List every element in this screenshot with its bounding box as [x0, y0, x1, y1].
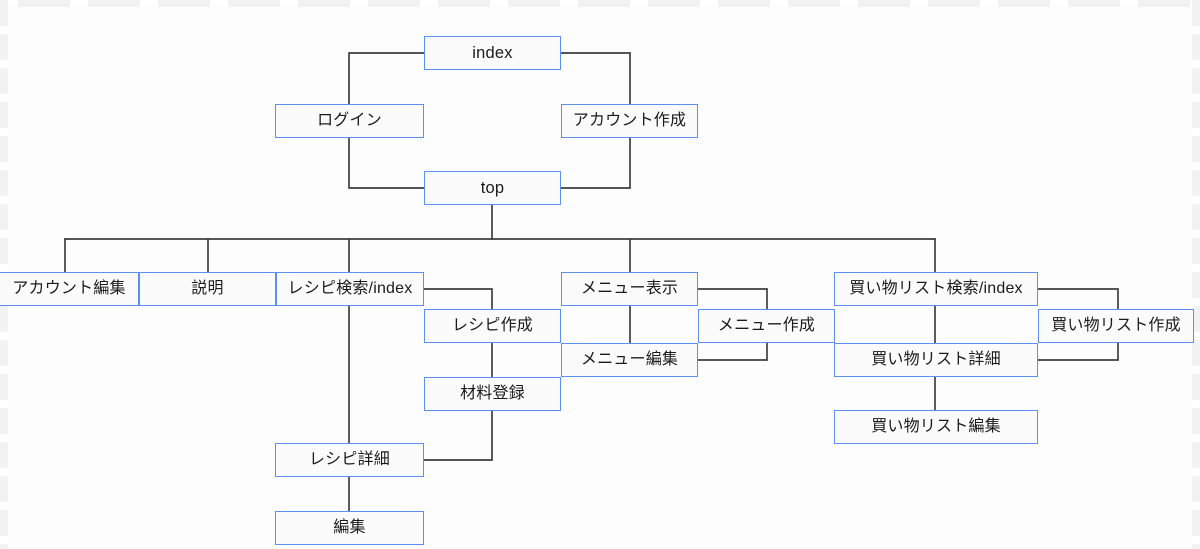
node-recipe_detail[interactable]: レシピ詳細	[275, 443, 424, 477]
node-label: index	[472, 43, 513, 62]
connector-login-to-top	[348, 137, 425, 189]
node-label: 買い物リスト作成	[1051, 317, 1181, 334]
node-recipe_create[interactable]: レシピ作成	[424, 309, 561, 343]
connector-menu_show-to-menu_create	[697, 288, 768, 310]
node-label: アカウント作成	[572, 112, 687, 129]
node-signup[interactable]: アカウント作成	[561, 104, 698, 138]
connector-list_search-to-list_create	[1037, 288, 1119, 310]
node-label: メニュー表示	[580, 280, 679, 297]
node-menu_create[interactable]: メニュー作成	[698, 309, 835, 343]
node-label: アカウント編集	[12, 280, 126, 297]
node-label: top	[480, 178, 505, 197]
canvas-top-edge	[0, 0, 1200, 7]
connector-list_create-to-list_detail	[1037, 342, 1119, 361]
connector-recipe_search-to-recipe_create	[423, 288, 493, 310]
connector-ingredient-to-recipe_detail	[423, 410, 493, 461]
node-label: 説明	[191, 280, 224, 297]
node-account_edit[interactable]: アカウント編集	[0, 272, 139, 306]
node-label: レシピ詳細	[308, 451, 390, 468]
node-label: ログイン	[317, 112, 382, 129]
node-index[interactable]: index	[424, 36, 561, 70]
node-label: メニュー作成	[717, 317, 816, 334]
node-label: レシピ検索/index	[287, 280, 413, 297]
node-ingredient[interactable]: 材料登録	[424, 377, 561, 411]
node-label: 買い物リスト詳細	[871, 351, 1001, 368]
node-menu_show[interactable]: メニュー表示	[561, 272, 698, 306]
canvas-right-edge	[1192, 0, 1200, 549]
connector-index-to-login	[348, 52, 425, 105]
node-list_search[interactable]: 買い物リスト検索/index	[834, 272, 1038, 306]
node-label: 編集	[333, 519, 366, 536]
node-description[interactable]: 説明	[139, 272, 276, 306]
node-label: メニュー編集	[580, 351, 679, 368]
node-label: レシピ作成	[451, 317, 533, 334]
node-label: 買い物リスト編集	[871, 418, 1001, 435]
node-menu_edit[interactable]: メニュー編集	[561, 343, 698, 377]
node-login[interactable]: ログイン	[275, 104, 424, 138]
node-label: 材料登録	[460, 385, 525, 402]
connector-index-to-signup	[560, 52, 631, 105]
connector-signup-to-top	[560, 137, 631, 189]
node-top[interactable]: top	[424, 171, 561, 205]
node-edit[interactable]: 編集	[275, 511, 424, 545]
node-list_create[interactable]: 買い物リスト作成	[1038, 309, 1194, 343]
node-recipe_search[interactable]: レシピ検索/index	[276, 272, 424, 306]
node-list_detail[interactable]: 買い物リスト詳細	[834, 343, 1038, 377]
connector-menu_create-to-menu_edit	[697, 342, 768, 361]
node-label: 買い物リスト検索/index	[849, 280, 1023, 297]
node-list_edit[interactable]: 買い物リスト編集	[834, 410, 1038, 444]
